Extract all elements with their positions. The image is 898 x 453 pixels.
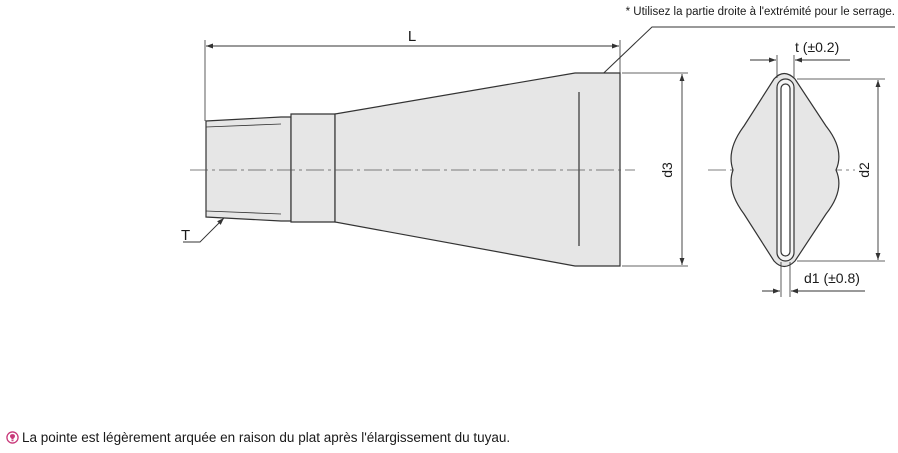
thickness-label: t (±0.2) [795,39,839,55]
footnote: La pointe est légèrement arquée en raiso… [6,430,510,445]
d2-label: d2 [856,162,872,178]
length-label: L [408,28,416,45]
top-note: * Utilisez la partie droite à l'extrémit… [626,6,895,18]
pipe-end-view [730,72,840,268]
top-note-leader [587,26,895,89]
end-view-slot-inner [780,83,791,257]
thread-leader [183,217,225,243]
flared-body [334,72,621,267]
threaded-end [205,116,292,222]
d3-label: d3 [659,162,675,178]
d1-label: d1 (±0.8) [804,270,860,286]
footnote-text: La pointe est légèrement arquée en raiso… [22,430,511,445]
pipe-shoulder [290,113,336,223]
pipe-side-view [205,72,621,267]
warning-icon [6,431,19,444]
thread-label: T [181,227,190,244]
